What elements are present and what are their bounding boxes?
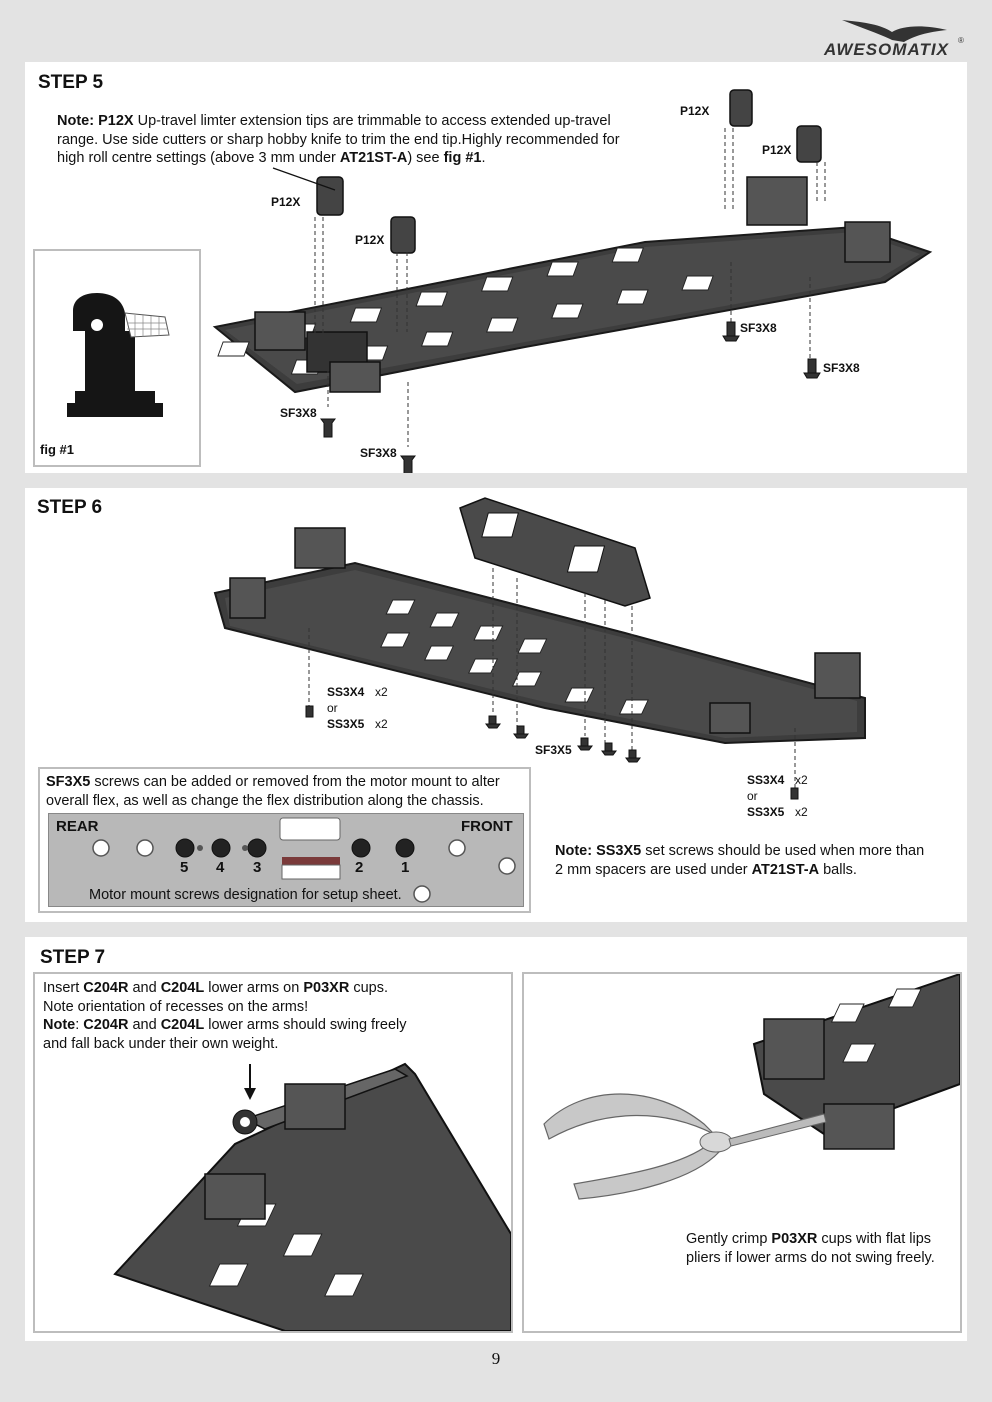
label-p12x-2: P12X [355,233,385,247]
label-sf3x8-1: SF3X8 [280,406,317,420]
page-number: 9 [491,1349,501,1368]
step6-note: Note: SS3X5 set screws should be used wh… [555,843,925,878]
registered-mark: ® [958,36,964,45]
label-sf3x8-3: SF3X8 [740,321,777,335]
step5-title: STEP 5 [38,72,104,93]
label-p12x-4: P12X [762,143,792,157]
brand-logo: AWESOMATIX ® [822,14,972,60]
mount-number-1: 1 [401,859,410,876]
step5-chassis-illustration [212,89,933,473]
mount-number-4: 4 [216,859,225,876]
mount-caption: Motor mount screws designation for setup… [89,887,402,903]
step6-title: STEP 6 [37,497,103,518]
fig1-box: fig #1 [33,249,201,467]
step5-panel: STEP 5 Note: P12X Up-travel limter exten… [25,62,967,473]
step7-right-box: Gently crimp P03XR cups with flat lips p… [522,972,962,1333]
step7-right-illustration [543,974,960,1200]
front-label: FRONT [461,818,513,835]
step7-panel: STEP 7 Insert C204R and C204L lower arms… [25,937,967,1341]
sf3x5-label: SF3X5 [535,743,572,757]
bird-logo-icon [842,20,947,42]
logo-text: AWESOMATIX [824,40,949,59]
label-p12x-1: P12X [271,195,301,209]
step6-chassis-illustration [213,497,866,800]
mount-holes-illustration [92,817,516,903]
mount-number-5: 5 [180,859,189,876]
step7-left-text: Insert C204R and C204L lower arms on P03… [43,980,407,1052]
step6-panel: STEP 6 [25,488,967,922]
rear-label: REAR [56,818,99,835]
step7-left-box: Insert C204R and C204L lower arms on P03… [33,972,513,1333]
step7-left-illustration [113,1062,511,1331]
step7-right-text: Gently crimp P03XR cups with flat lips p… [686,1231,935,1266]
label-sf3x8-2: SF3X8 [360,446,397,460]
step5-note: Note: P12X Up-travel limter extension ti… [57,113,620,166]
step7-title: STEP 7 [40,947,106,968]
flex-info-box: SF3X5 screws can be added or removed fro… [38,767,531,913]
motor-mount-diagram: REAR FRONT 5 4 [48,813,524,907]
label-sf3x8-4: SF3X8 [823,361,860,375]
flex-info-text: SF3X5 screws can be added or removed fro… [46,774,500,809]
fig1-label: fig #1 [40,442,74,457]
fig1-illustration [67,293,170,417]
label-p12x-3: P12X [680,104,710,118]
mount-number-2: 2 [355,859,364,876]
mount-number-3: 3 [253,859,262,876]
